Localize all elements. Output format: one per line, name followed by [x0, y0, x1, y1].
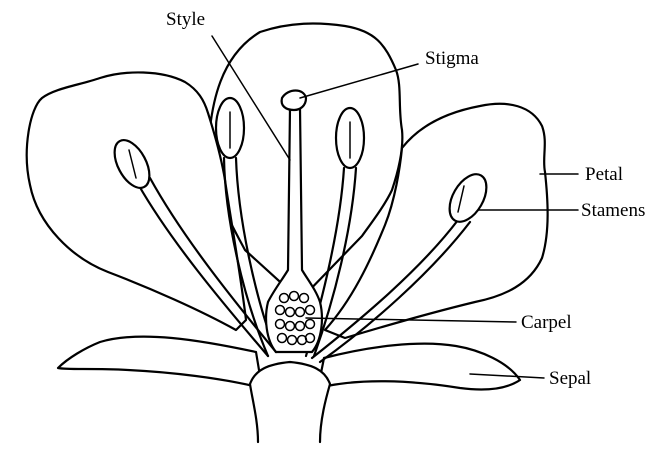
sepal-right: [318, 344, 520, 390]
label-sepal: Sepal: [549, 368, 591, 389]
sepal-left: [58, 337, 262, 388]
label-style: Style: [166, 9, 205, 30]
label-stamens: Stamens: [581, 200, 645, 221]
label-carpel: Carpel: [521, 312, 572, 333]
label-petal: Petal: [585, 164, 623, 185]
receptacle-stalk: [250, 362, 330, 442]
label-stigma: Stigma: [425, 48, 479, 69]
